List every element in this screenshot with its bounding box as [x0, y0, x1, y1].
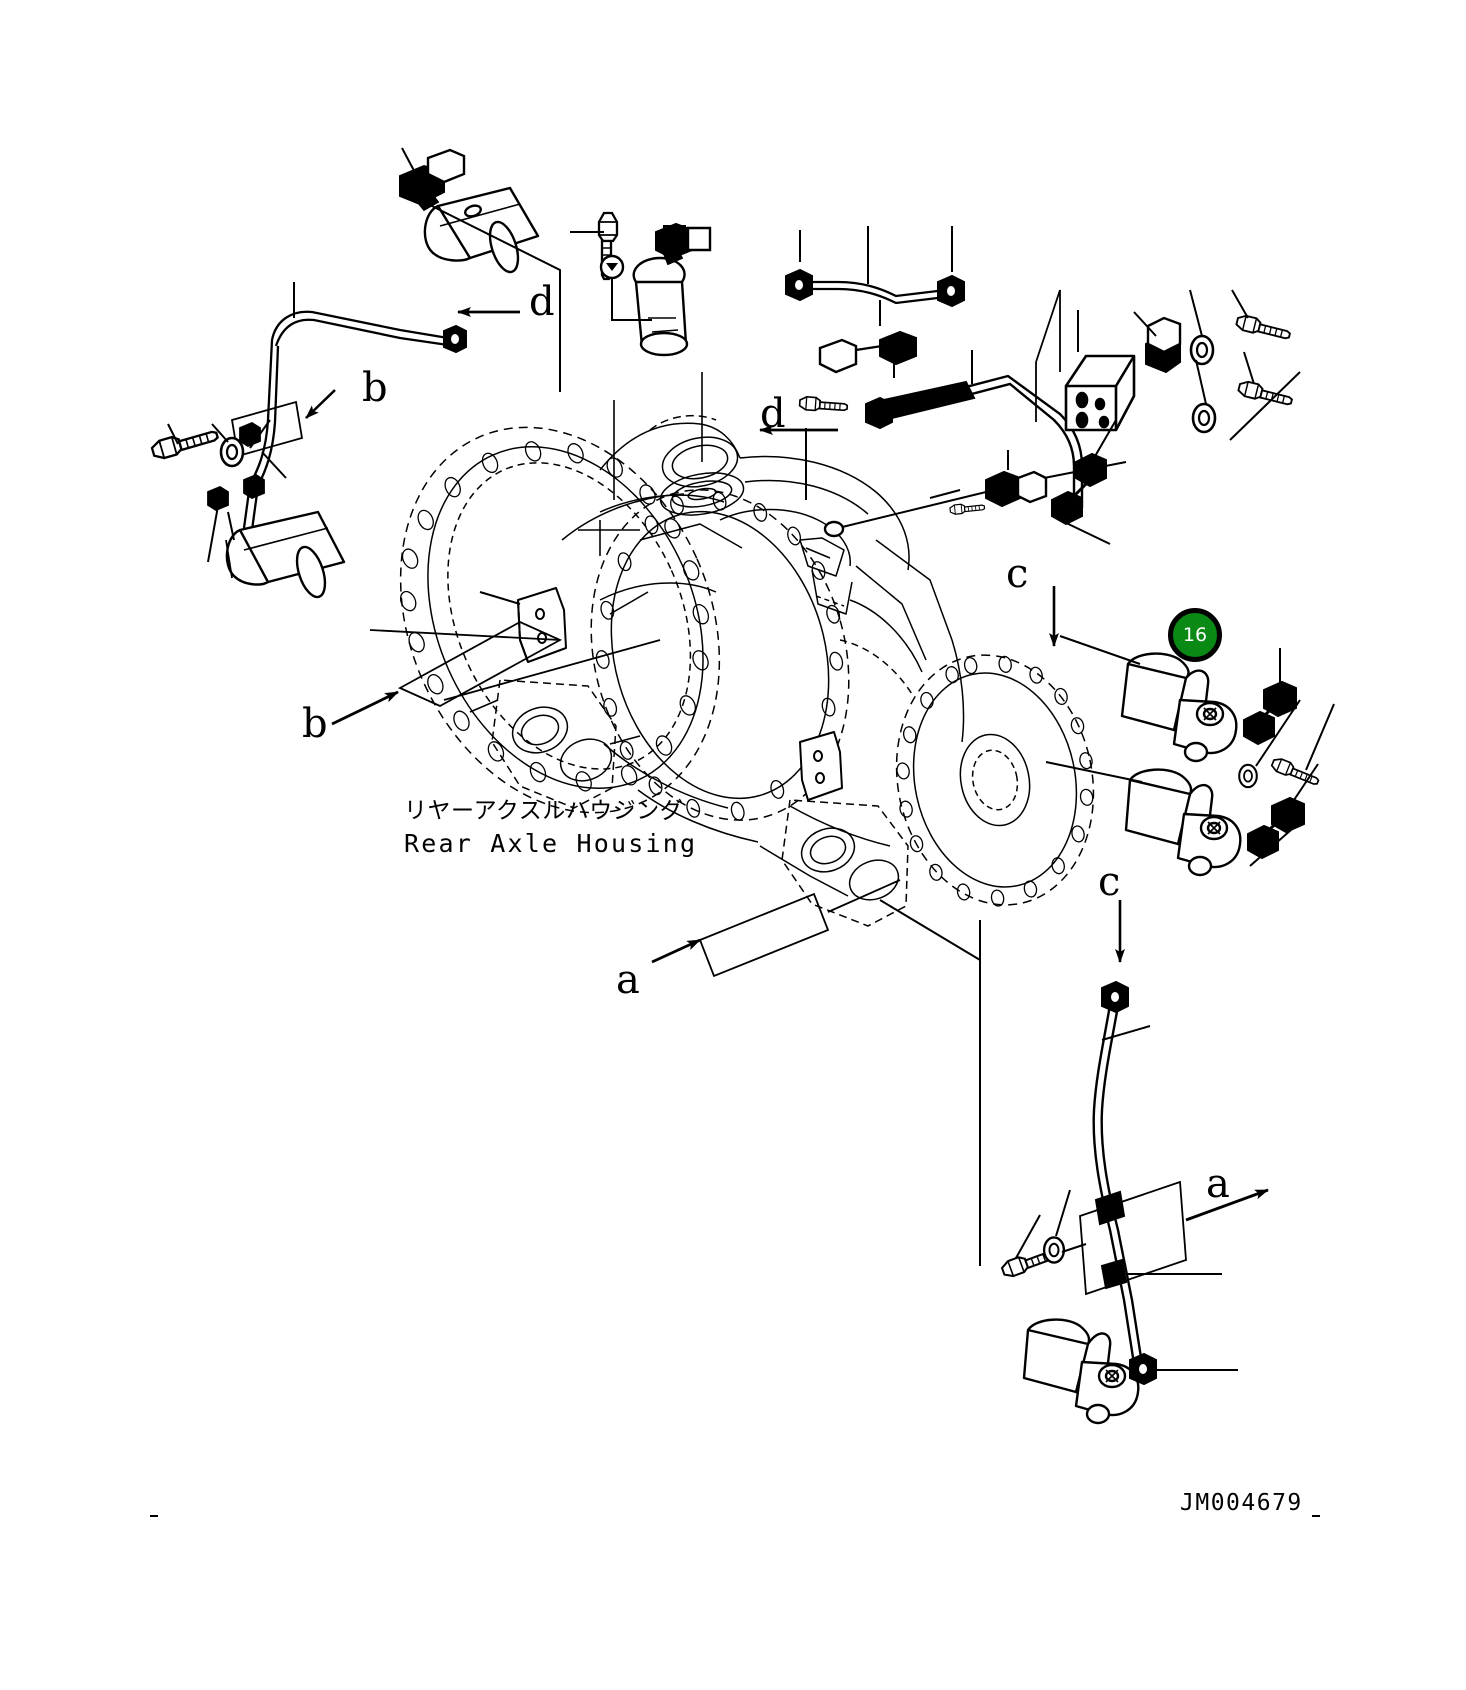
leader-fitting-left: [207, 505, 219, 563]
tube-bottom-end-fitting: [1129, 1352, 1157, 1386]
washer-cru: [1238, 763, 1258, 789]
leader-b-upper: [261, 451, 287, 479]
tube-bottom-top-fitting: [1101, 980, 1129, 1014]
leaders-crl: [1249, 821, 1301, 867]
fitting-left-tube-c: [207, 485, 229, 512]
leader-tube-bottom: [1101, 1025, 1151, 1041]
leader-cylinder-mid-left: [227, 511, 235, 541]
leader-cyl-right-lower: [1045, 761, 1143, 783]
cylinder-top-left: [423, 186, 540, 274]
tube-connector-upper: [1094, 1190, 1126, 1226]
elbow-fitting-bracket: [1145, 316, 1182, 374]
tube-connector-lower: [1100, 1258, 1128, 1290]
view-plane-a-mid: [698, 892, 830, 978]
callout-b-upper: b: [362, 365, 388, 411]
leaders-cru-hw: [1255, 699, 1335, 771]
callout-a-lower: a: [1206, 1161, 1230, 1207]
bolt-right-2: [1236, 379, 1295, 409]
leaders-long: [879, 899, 981, 1266]
item-badge-16[interactable]: 16: [1168, 608, 1222, 662]
leader-bolt-left: [167, 423, 229, 445]
cylinder-mid-left: [225, 510, 346, 599]
leaders-bottom-hw: [1015, 1189, 1087, 1259]
fitting-c-upper-block: [985, 470, 1048, 508]
tube-top-right: [796, 280, 947, 305]
leader-b-lower: [369, 629, 561, 641]
elbow-fitting-top-left: [399, 148, 466, 212]
leader-elbow-bracket: [1133, 311, 1157, 337]
callout-c-lower: c: [1098, 859, 1121, 905]
bracket-right: [1064, 354, 1136, 432]
leaders-right-bolts: [1189, 289, 1301, 441]
axle-housing: [399, 372, 1095, 927]
callout-d-top: d: [529, 279, 555, 325]
cylinder-top-center: [632, 256, 689, 357]
callout-c-upper: c: [1006, 551, 1029, 597]
drawing-number: JM004679: [1180, 1490, 1303, 1516]
washer-right-1: [1189, 334, 1215, 366]
elbow-fitting-cru: [1243, 680, 1297, 746]
cylinder-right-lower: [1124, 768, 1242, 877]
bracket-flange-outline: [1035, 289, 1061, 422]
view-plane-a-lower: [1079, 1180, 1187, 1296]
tube-end-fitting-tr-left: [785, 268, 813, 302]
arrow-a-lower: [1185, 1188, 1269, 1222]
leader-a-mid: [827, 879, 901, 913]
leader-cyl-right-upper: [1059, 635, 1141, 665]
leader-b-lower2: [443, 639, 661, 701]
callout-d-mid: d: [760, 391, 786, 437]
fitting-left-tube-a: [239, 421, 261, 448]
leaders-c-upper: [929, 419, 1127, 545]
tube-solid-segment: [882, 380, 976, 420]
arrow-b-upper: [305, 389, 336, 419]
tube-end-nut-d: [443, 324, 467, 354]
washer-bottom: [1042, 1236, 1066, 1264]
washer-top-center: [599, 254, 625, 280]
bolt-mid-left: [798, 395, 849, 414]
fitting-left-tube-b: [243, 473, 265, 500]
callout-b-lower: b: [302, 701, 328, 747]
leader-housing-to-fitting: [829, 491, 987, 531]
tube-bottom: [1092, 1004, 1144, 1365]
part-name-english: Rear Axle Housing: [404, 829, 698, 858]
leaders-tube-top-right: [799, 226, 953, 284]
leader-lines-tube-left: [249, 282, 295, 449]
callout-a-mid: a: [616, 957, 640, 1003]
arrow-b-lower: [331, 690, 399, 726]
bolt-c-upper: [949, 501, 986, 516]
elbow-fitting-c-right: [1051, 452, 1107, 526]
housing-port: [823, 520, 845, 538]
washer-right-2: [1191, 402, 1217, 434]
bolt-right-1: [1234, 313, 1293, 343]
cylinder-bottom: [1022, 1318, 1140, 1425]
leader-elbow-crl: [1293, 763, 1319, 801]
elbow-fitting-crl: [1247, 796, 1305, 860]
part-name-japanese: リヤーアクスルハウジング: [404, 798, 684, 824]
cylinder-right-upper: [1120, 652, 1238, 763]
elbow-fitting-mid-left: [818, 330, 917, 374]
washer-left: [219, 436, 245, 468]
tube-end-fitting-tr-right: [937, 274, 965, 308]
tube-top-left: [242, 310, 449, 531]
bolt-left: [149, 423, 221, 462]
elbow-fitting-top-center: [655, 222, 712, 266]
arrow-a-mid: [651, 938, 701, 964]
tube-end-fitting-mr: [865, 396, 893, 430]
leader-lines-top-left: [401, 147, 561, 392]
